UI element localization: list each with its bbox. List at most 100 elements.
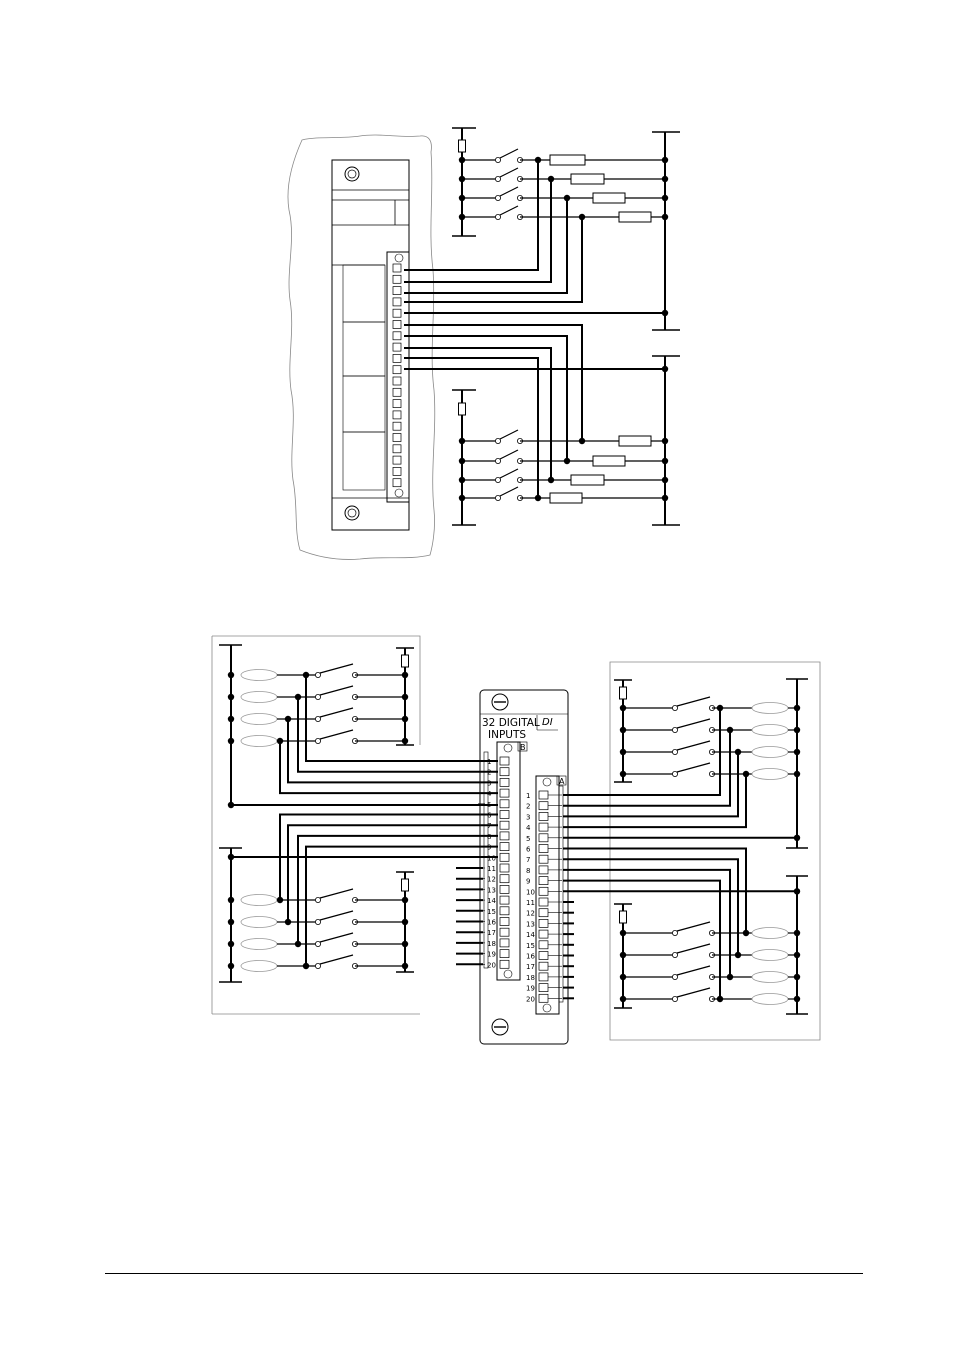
resistor — [618, 211, 652, 223]
switch-blade — [319, 954, 354, 965]
sensor-load — [240, 669, 278, 681]
switch-contact — [494, 175, 501, 182]
switch-blade — [676, 696, 711, 707]
pin-a-2 — [538, 801, 549, 811]
left-field-panel — [212, 635, 421, 1015]
screw-bottom — [344, 505, 360, 521]
terminal-2 — [392, 274, 402, 284]
input-wire — [563, 708, 721, 796]
junction-dot — [793, 834, 801, 841]
pin-b-14 — [499, 895, 510, 905]
pin-a-number: 3 — [526, 813, 530, 821]
switch-contact — [672, 727, 679, 734]
connector-b-label: B — [520, 743, 526, 752]
junction-dot — [227, 853, 235, 861]
junction-dot — [793, 929, 801, 937]
pin-b-18 — [499, 938, 510, 948]
switch-contact — [672, 749, 679, 756]
pin-a-number: 17 — [526, 963, 535, 971]
pin-a-9 — [538, 876, 549, 885]
switch-blade — [319, 663, 354, 674]
pin-b-11 — [499, 863, 510, 873]
input-wire — [563, 752, 739, 818]
screw-top — [344, 166, 360, 182]
switch-blade — [319, 707, 354, 718]
bottom-wiring-figure: 32 DIGITAL INPUTS DI B A 123456789101112… — [211, 635, 821, 1045]
module-title-line1: 32 DIGITAL — [482, 717, 540, 729]
switch-blade — [676, 921, 711, 932]
pin-b-number: 18 — [487, 940, 496, 948]
pin-b-9 — [499, 842, 510, 851]
switch-contact — [314, 694, 321, 701]
switch-contact — [672, 996, 679, 1003]
switch-blade — [319, 932, 354, 943]
pin-b-4 — [499, 788, 510, 798]
junction-dot — [661, 309, 669, 317]
junction-dot — [401, 918, 409, 926]
module-screw-bottom — [491, 1018, 509, 1036]
pin-a-8 — [538, 865, 549, 875]
sensor-load — [240, 960, 278, 972]
terminal-1 — [392, 263, 402, 273]
pin-b-13 — [499, 885, 510, 894]
sensor-load — [240, 691, 278, 703]
pin-a-3 — [538, 812, 549, 821]
pin-b-5 — [499, 799, 510, 809]
pin-a-number: 11 — [526, 899, 535, 907]
input-wire — [404, 324, 583, 441]
fuse-left-upper — [401, 654, 409, 668]
pin-a-number: 20 — [526, 995, 535, 1003]
switch-contact — [672, 705, 679, 712]
pin-b-number: 14 — [487, 897, 496, 905]
junction-dot — [227, 896, 235, 904]
pin-a-number: 8 — [526, 867, 530, 875]
pin-a-18 — [538, 972, 549, 982]
sensor-load — [751, 927, 789, 939]
pin-a-6 — [538, 844, 549, 853]
input-wire — [279, 813, 498, 900]
junction-dot — [661, 156, 669, 164]
switch-contact — [672, 974, 679, 981]
pin-a-number: 15 — [526, 942, 535, 950]
fuse-left-lower — [401, 878, 409, 892]
input-wire — [287, 824, 498, 922]
pin-b-number: 15 — [487, 908, 496, 916]
pin-b-2 — [499, 767, 510, 777]
sensor-load — [240, 713, 278, 725]
pin-a-number: 4 — [526, 824, 531, 832]
pin-a-number: 10 — [526, 888, 535, 896]
sensor-load — [240, 735, 278, 747]
sensor-load — [751, 724, 789, 736]
junction-dot — [227, 715, 235, 723]
input-wire — [563, 730, 731, 807]
junction-dot — [793, 888, 801, 895]
terminal-12 — [392, 387, 402, 397]
switch-blade — [676, 987, 711, 998]
switch-blade — [499, 486, 519, 497]
input-wire — [404, 357, 539, 498]
junction-dot — [227, 801, 235, 809]
resistor — [592, 455, 626, 467]
switch-blade — [499, 468, 519, 479]
junction-dot — [661, 213, 669, 221]
pin-b-10 — [499, 852, 510, 862]
pin-a-17 — [538, 961, 549, 971]
switch-contact — [314, 738, 321, 745]
switch-contact — [314, 672, 321, 679]
junction-dot — [793, 951, 801, 959]
terminal-8 — [392, 342, 402, 352]
pin-a-number: 13 — [526, 920, 535, 928]
pin-b-1 — [499, 756, 510, 766]
junction-dot — [793, 726, 801, 734]
switch-blade — [499, 449, 519, 460]
input-wire — [305, 845, 498, 966]
junction-dot — [661, 175, 669, 183]
switch-contact — [314, 963, 321, 970]
switch-contact — [494, 437, 501, 444]
pin-b-number: 16 — [487, 919, 496, 927]
switch-blade — [676, 943, 711, 954]
terminal-9 — [392, 354, 402, 363]
pin-b-20 — [499, 959, 510, 969]
